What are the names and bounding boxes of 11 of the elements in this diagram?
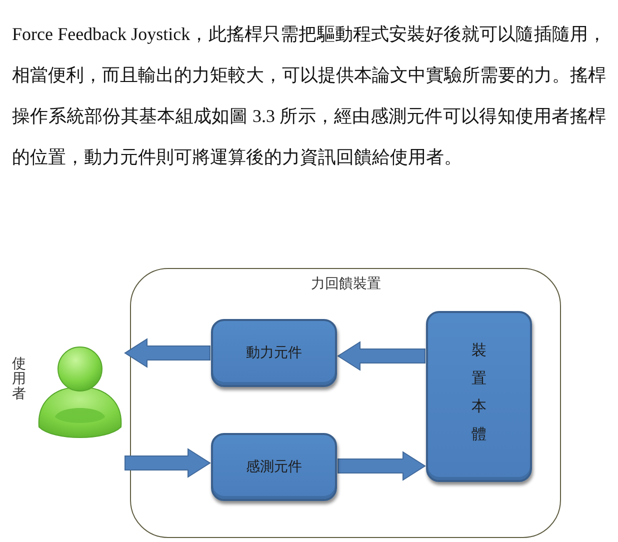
process-box: 裝置本體 (426, 311, 532, 482)
body-paragraph: Force Feedback Joystick，此搖桿只需把驅動程式安裝好後就可以隨插隨用，相當便利，而且輸出的力矩較大，可以提供本論文中實驗所需要的力。搖桿操作系統部份其基本組成如圖 3.3 所示，經由感測元件可以得知使用者搖桿的位置，動力元件則可將運算後的力資訊回饋給使用者。 (12, 23, 606, 169)
group-frame (130, 268, 561, 538)
block-arrow (338, 451, 426, 481)
block-arrow (124, 338, 210, 368)
process-box: 感測元件 (211, 433, 337, 501)
block-arrow (337, 341, 426, 371)
group-title: 力回饋裝置 (311, 275, 381, 293)
user-label: 使用者 (12, 357, 26, 402)
process-box: 動力元件 (211, 319, 337, 387)
block-arrow (124, 448, 211, 478)
